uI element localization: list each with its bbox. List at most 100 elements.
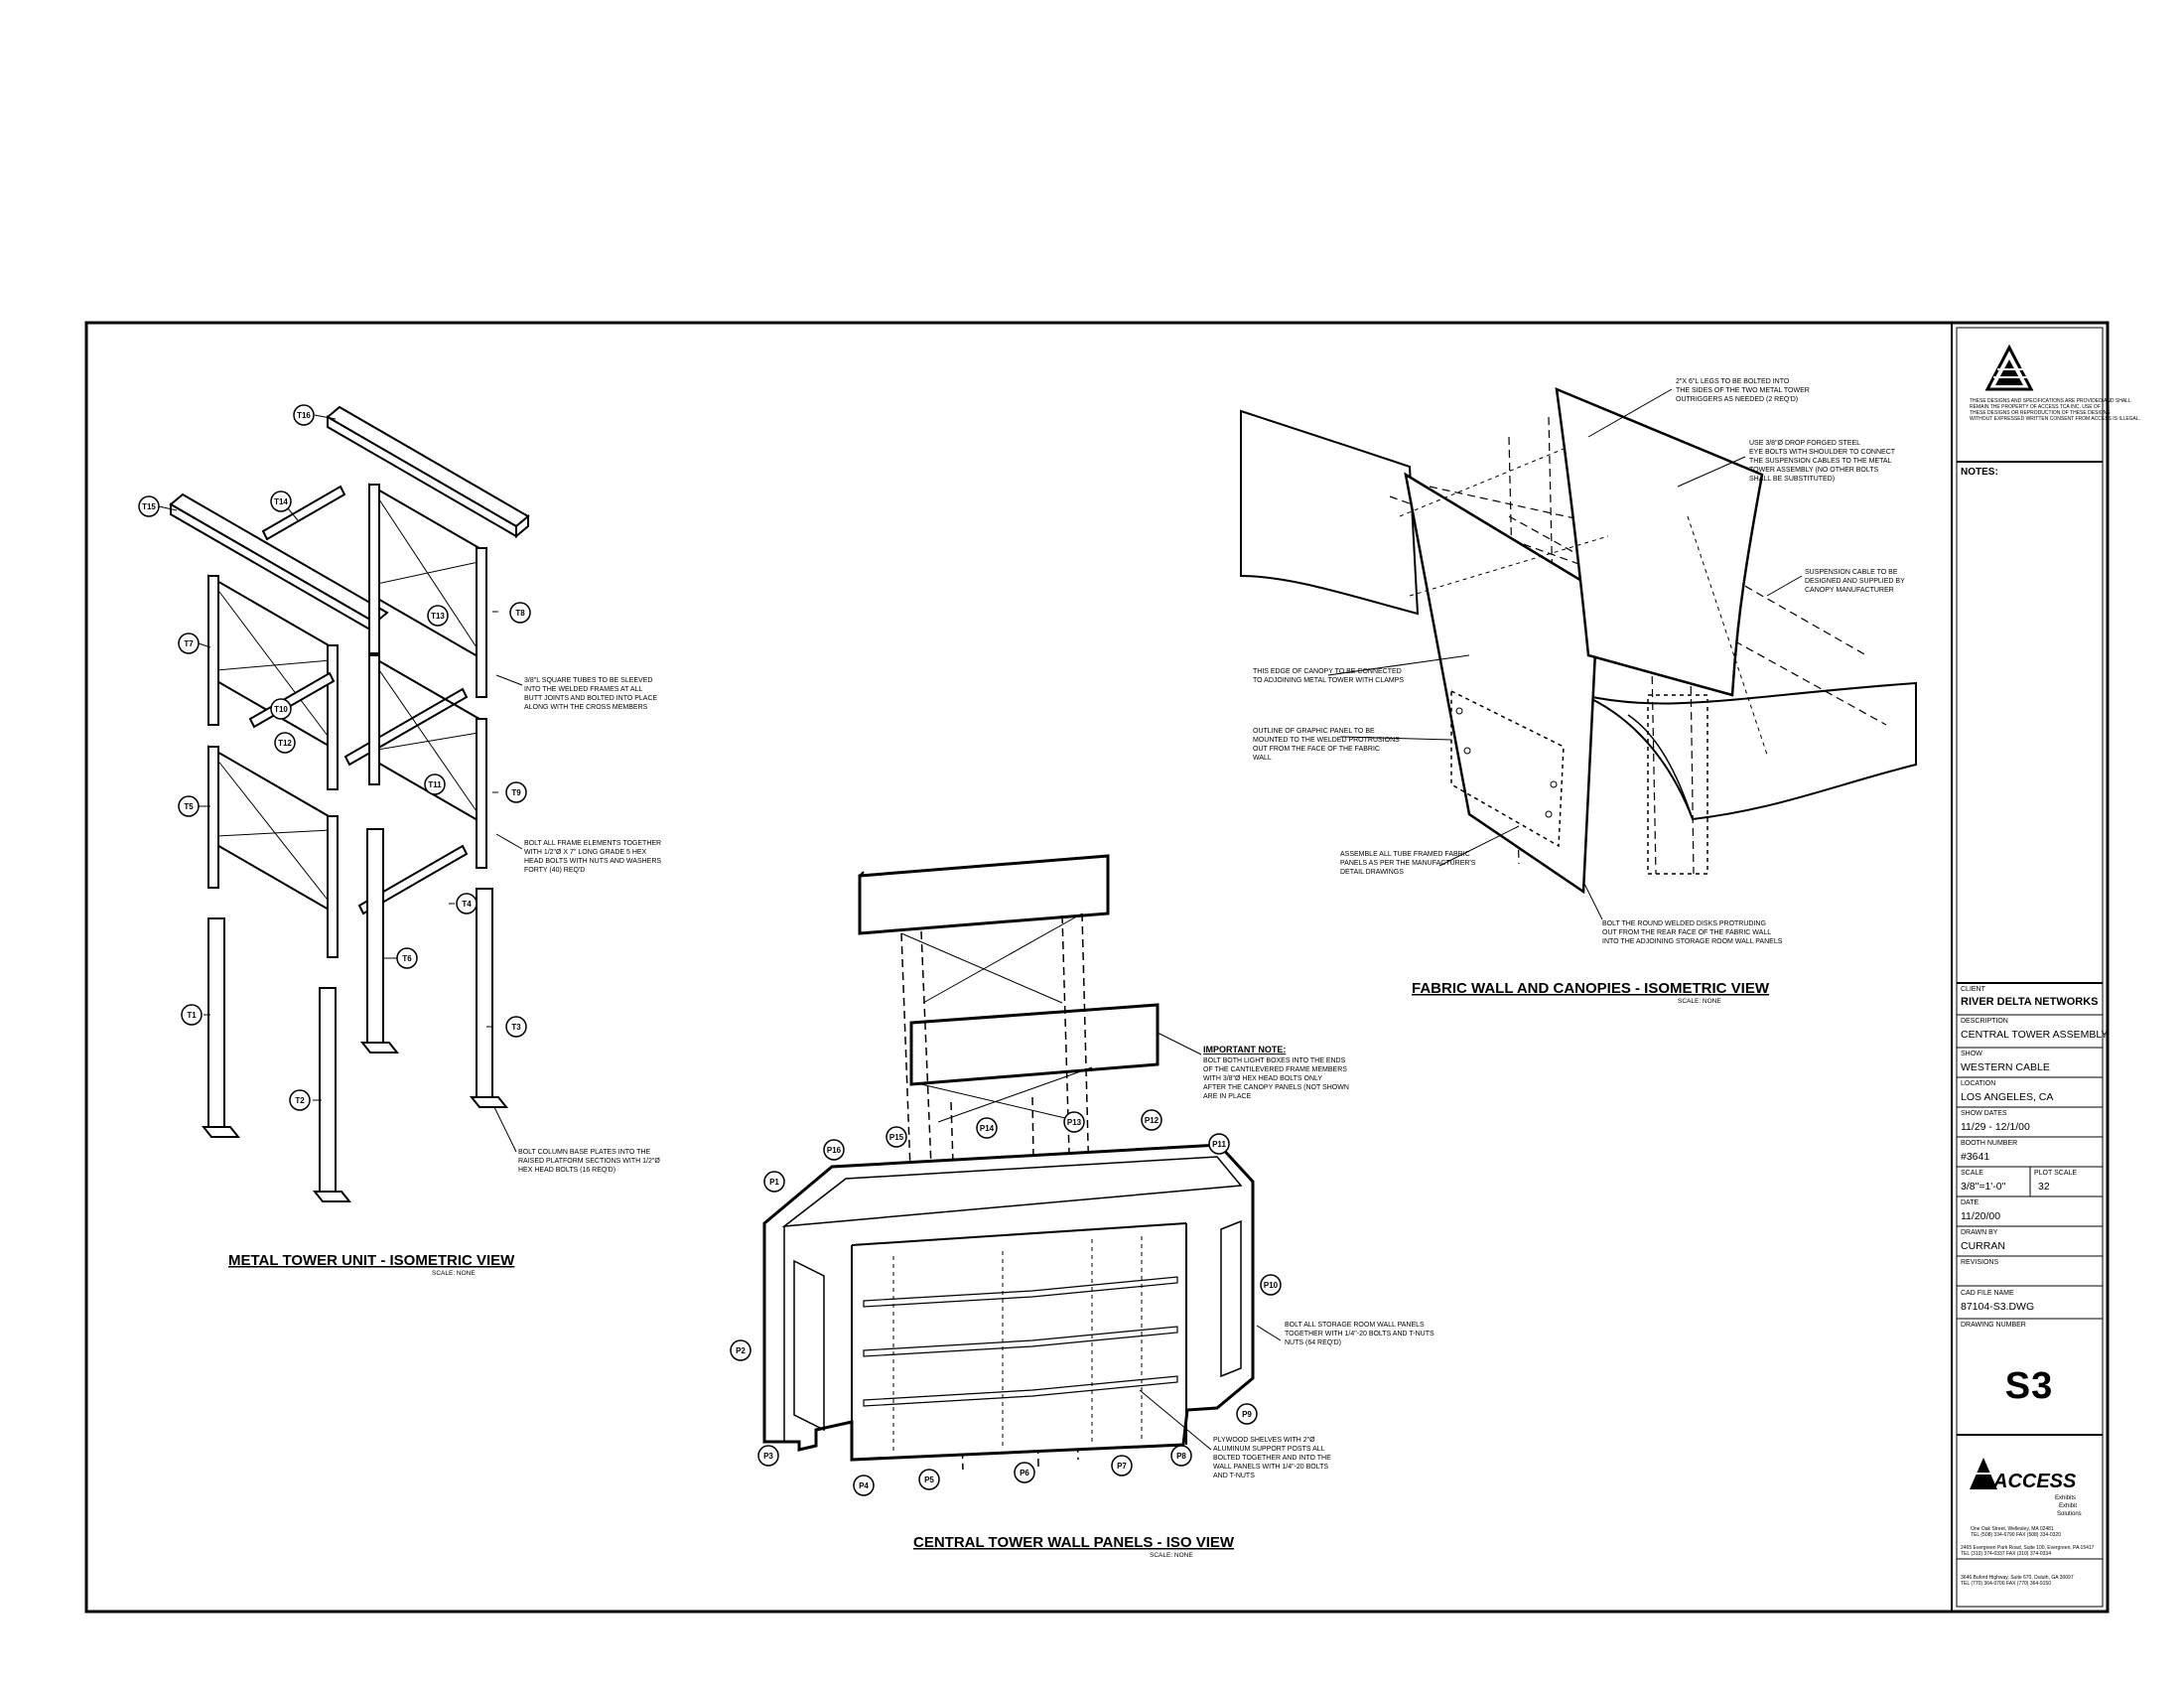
metal-tower-note-2: BOLT ALL FRAME ELEMENTS TOGETHER WITH 1/… — [524, 840, 661, 874]
svg-text:P12: P12 — [1145, 1116, 1160, 1125]
disclaimer-line-2: REMAIN THE PROPERTY OF ACCESS TCA INC. U… — [1970, 404, 2101, 410]
date-label: DATE — [1961, 1199, 1979, 1206]
svg-text:FORTY (40) REQ'D: FORTY (40) REQ'D — [524, 867, 585, 874]
central-tower-leaders — [1139, 1032, 1282, 1451]
svg-text:BOLT ALL STORAGE ROOM WALL PAN: BOLT ALL STORAGE ROOM WALL PANELS — [1285, 1322, 1425, 1329]
svg-text:MOUNTED TO THE WELDED PROTRUSI: MOUNTED TO THE WELDED PROTRUSIONS — [1253, 737, 1400, 744]
scale-value: 3/8"=1'-0" — [1961, 1181, 2006, 1193]
svg-text:T3: T3 — [511, 1023, 521, 1032]
callout-p14: P14 — [976, 1117, 998, 1139]
svg-text:P16: P16 — [827, 1146, 842, 1155]
callout-t11: T11 — [424, 774, 446, 795]
svg-text:T6: T6 — [402, 954, 412, 963]
location-label: LOCATION — [1961, 1080, 1995, 1087]
metal-tower-title: METAL TOWER UNIT - ISOMETRIC VIEW — [228, 1252, 515, 1269]
disclaimer-line-4: WITHOUT EXPRESSED WRITTEN CONSENT FROM A… — [1970, 416, 2140, 422]
svg-text:ALUMINUM SUPPORT POSTS ALL: ALUMINUM SUPPORT POSTS ALL — [1213, 1446, 1325, 1453]
svg-text:T12: T12 — [278, 739, 292, 748]
show-dates-value: 11/29 - 12/1/00 — [1961, 1121, 2030, 1133]
callout-t6: T6 — [396, 947, 418, 969]
svg-text:BOLT BOTH LIGHT BOXES INTO THE: BOLT BOTH LIGHT BOXES INTO THE ENDS — [1203, 1057, 1346, 1064]
fabric-panel-front — [1404, 472, 1600, 895]
svg-text:SHALL BE SUBSTITUTED): SHALL BE SUBSTITUTED) — [1749, 476, 1835, 483]
svg-text:P2: P2 — [736, 1346, 746, 1355]
svg-text:ARE IN PLACE: ARE IN PLACE — [1203, 1093, 1252, 1100]
svg-text:ASSEMBLE ALL TUBE FRAMED FABRI: ASSEMBLE ALL TUBE FRAMED FABRIC — [1340, 851, 1470, 858]
callout-p3: P3 — [757, 1445, 779, 1467]
svg-text:SUSPENSION CABLE TO BE: SUSPENSION CABLE TO BE — [1805, 569, 1898, 576]
title-block — [1951, 322, 2109, 1613]
show-value: WESTERN CABLE — [1961, 1061, 2050, 1073]
company-tagline-3: Solutions — [2057, 1511, 2082, 1517]
access-logo-top-icon — [1984, 344, 2035, 391]
callout-p5: P5 — [918, 1469, 940, 1490]
svg-text:P11: P11 — [1212, 1140, 1226, 1149]
address-2-line-1: 2465 Evergreen Park Road, Suite 100, Eve… — [1961, 1545, 2095, 1551]
svg-text:WITH 1/2"Ø X 7" LONG GRADE 5 H: WITH 1/2"Ø X 7" LONG GRADE 5 HEX — [524, 849, 647, 856]
callout-p13: P13 — [1063, 1111, 1085, 1133]
svg-text:PLYWOOD SHELVES WITH 2"Ø: PLYWOOD SHELVES WITH 2"Ø — [1213, 1437, 1315, 1444]
callout-p11: P11 — [1208, 1133, 1230, 1155]
svg-text:P15: P15 — [889, 1133, 904, 1142]
svg-text:OUT FROM THE REAR FACE OF THE: OUT FROM THE REAR FACE OF THE FABRIC WAL… — [1602, 929, 1771, 936]
svg-text:THE SIDES OF THE TWO METAL TOW: THE SIDES OF THE TWO METAL TOWER — [1676, 387, 1810, 394]
plot-scale-label: PLOT SCALE — [2034, 1170, 2077, 1177]
client-label: CLIENT — [1961, 986, 1986, 993]
svg-text:OUTLINE OF GRAPHIC PANEL TO BE: OUTLINE OF GRAPHIC PANEL TO BE — [1253, 728, 1375, 735]
description-value: CENTRAL TOWER ASSEMBLY — [1961, 1029, 2108, 1041]
svg-text:HEX HEAD BOLTS (16 REQ'D): HEX HEAD BOLTS (16 REQ'D) — [518, 1167, 615, 1174]
disclaimer-line-3: THESE DESIGNS OR REPRODUCTION OF THESE D… — [1970, 410, 2111, 416]
beam-t15 — [169, 492, 389, 625]
show-dates-label: SHOW DATES — [1961, 1110, 2007, 1117]
callout-t4: T4 — [456, 893, 478, 914]
svg-text:DETAIL DRAWINGS: DETAIL DRAWINGS — [1340, 869, 1404, 876]
metal-tower-note-1: 3/8"L SQUARE TUBES TO BE SLEEVED INTO TH… — [524, 677, 658, 711]
metal-tower-drawing — [169, 405, 530, 1202]
svg-text:THIS EDGE OF CANOPY TO BE CONN: THIS EDGE OF CANOPY TO BE CONNECTED — [1253, 668, 1402, 675]
svg-text:BOLTED TOGETHER AND INTO THE: BOLTED TOGETHER AND INTO THE — [1213, 1455, 1331, 1462]
svg-text:2"X 6"L LEGS TO BE BOLTED INTO: 2"X 6"L LEGS TO BE BOLTED INTO — [1676, 378, 1790, 385]
metal-tower-note-3: BOLT COLUMN BASE PLATES INTO THE RAISED … — [518, 1149, 660, 1174]
notes-label: NOTES: — [1961, 467, 1998, 478]
address-3-line-2: TEL (770) 364-0700 FAX (770) 364-9150 — [1961, 1581, 2051, 1587]
scale-label: SCALE — [1961, 1170, 1983, 1177]
booth-value: #3641 — [1961, 1151, 1989, 1163]
cad-label: CAD FILE NAME — [1961, 1290, 2014, 1297]
post-t6 — [366, 828, 384, 1044]
svg-text:TO ADJOINING METAL TOWER WITH: TO ADJOINING METAL TOWER WITH CLAMPS — [1253, 677, 1404, 684]
svg-text:WALL: WALL — [1253, 755, 1272, 762]
svg-text:TOWER ASSEMBLY (NO OTHER BOLTS: TOWER ASSEMBLY (NO OTHER BOLTS — [1749, 467, 1879, 474]
svg-text:T11: T11 — [428, 780, 442, 789]
svg-text:ALONG WITH THE CROSS MEMBERS: ALONG WITH THE CROSS MEMBERS — [524, 704, 648, 711]
client-value: RIVER DELTA NETWORKS — [1961, 996, 2099, 1008]
post-t2 — [319, 987, 337, 1193]
svg-text:T5: T5 — [184, 802, 194, 811]
svg-text:NUTS (64 REQ'D): NUTS (64 REQ'D) — [1285, 1339, 1341, 1346]
address-3-line-1: 3646 Buford Highway, Suite 670, Duluth, … — [1961, 1575, 2074, 1581]
svg-text:T15: T15 — [142, 502, 156, 511]
callout-p6: P6 — [1014, 1462, 1035, 1483]
company-tagline-2: Exhibit — [2059, 1503, 2077, 1509]
svg-text:USE 3/8"Ø DROP FORGED STEEL: USE 3/8"Ø DROP FORGED STEEL — [1749, 440, 1860, 447]
callout-t16: T16 — [293, 404, 315, 426]
svg-text:CANOPY MANUFACTURER: CANOPY MANUFACTURER — [1805, 587, 1894, 594]
svg-text:T10: T10 — [274, 705, 288, 714]
svg-text:TOGETHER WITH 1/4"-20 BOLTS AN: TOGETHER WITH 1/4"-20 BOLTS AND T-NUTS — [1285, 1331, 1434, 1337]
svg-text:IMPORTANT NOTE:: IMPORTANT NOTE: — [1203, 1045, 1286, 1055]
svg-text:RAISED PLATFORM SECTIONS WITH: RAISED PLATFORM SECTIONS WITH 1/2"Ø — [518, 1158, 660, 1165]
metal-tower-scale: SCALE: NONE — [432, 1270, 476, 1277]
svg-text:WALL PANELS WITH 1/4"-20 BOLTS: WALL PANELS WITH 1/4"-20 BOLTS — [1213, 1464, 1328, 1471]
central-tower-drawing — [762, 854, 1255, 1471]
central-tower-title: CENTRAL TOWER WALL PANELS - ISO VIEW — [913, 1534, 1235, 1551]
callout-t8: T8 — [509, 602, 531, 624]
callout-t9: T9 — [505, 781, 527, 803]
svg-text:P1: P1 — [769, 1178, 779, 1187]
callout-p15: P15 — [886, 1126, 907, 1148]
callout-p2: P2 — [730, 1339, 751, 1361]
fabric-wall-title: FABRIC WALL AND CANOPIES - ISOMETRIC VIE… — [1412, 980, 1770, 997]
central-tower-callouts: P16 P15 P14 P13 P12 P11 P1 P10 P2 P9 P3 … — [730, 1109, 1282, 1496]
svg-text:P4: P4 — [859, 1481, 869, 1490]
access-logo-icon — [1970, 1458, 1997, 1489]
callout-p16: P16 — [823, 1139, 845, 1161]
fabric-wall-note-4: THIS EDGE OF CANOPY TO BE CONNECTED TO A… — [1253, 668, 1404, 684]
